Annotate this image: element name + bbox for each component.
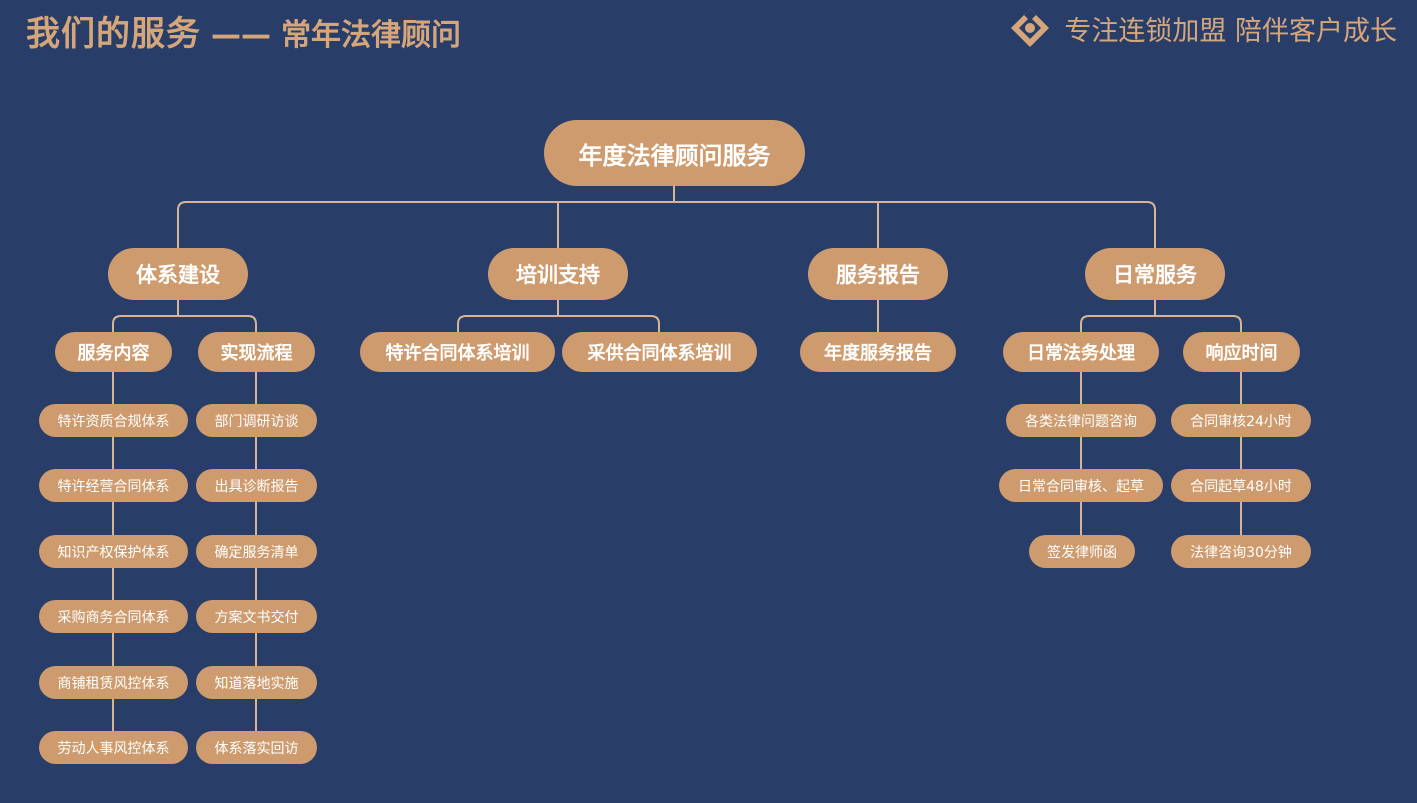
page-title-main: 我们的服务 — [26, 14, 201, 54]
branch-node-service-report: 服务报告 — [808, 248, 948, 300]
group-node-annual-service-report: 年度服务报告 — [800, 332, 956, 372]
list-item: 合同起草48小时 — [1171, 469, 1311, 502]
branch-node-daily-service: 日常服务 — [1085, 248, 1225, 300]
slogan: 专注连锁加盟 陪伴客户成长 — [1010, 8, 1397, 48]
brand-logo-icon — [1011, 9, 1050, 47]
list-item: 签发律师函 — [1029, 535, 1135, 568]
list-item: 合同审核24小时 — [1171, 404, 1311, 437]
page-title-sub: 常年法律顾问 — [281, 18, 461, 53]
list-item: 法律咨询30分钟 — [1171, 535, 1311, 568]
list-item: 出具诊断报告 — [196, 469, 317, 502]
group-node-daily-legal-affairs: 日常法务处理 — [1003, 332, 1159, 372]
diagram-root-node: 年度法律顾问服务 — [544, 120, 805, 186]
list-item: 知道落地实施 — [196, 666, 317, 699]
branch-node-training-support: 培训支持 — [488, 248, 628, 300]
group-node-implementation-process: 实现流程 — [198, 332, 315, 372]
list-item: 确定服务清单 — [196, 535, 317, 568]
list-item: 采购商务合同体系 — [39, 600, 188, 633]
list-item: 方案文书交付 — [196, 600, 317, 633]
group-node-procurement-contract-training: 采供合同体系培训 — [562, 332, 757, 372]
group-node-service-content: 服务内容 — [55, 332, 172, 372]
branch-node-system-building: 体系建设 — [108, 248, 248, 300]
page-title-dash: —— — [211, 18, 271, 53]
list-item: 日常合同审核、起草 — [999, 469, 1163, 502]
list-item: 部门调研访谈 — [196, 404, 317, 437]
list-item: 商铺租赁风控体系 — [39, 666, 188, 699]
list-item: 知识产权保护体系 — [39, 535, 188, 568]
list-item: 体系落实回访 — [196, 731, 317, 764]
list-item: 各类法律问题咨询 — [1006, 404, 1156, 437]
group-node-response-time: 响应时间 — [1183, 332, 1300, 372]
group-node-franchise-contract-training: 特许合同体系培训 — [360, 332, 555, 372]
list-item: 特许经营合同体系 — [39, 469, 188, 502]
page-title: 我们的服务 —— 常年法律顾问 — [26, 6, 461, 55]
slogan-text: 专注连锁加盟 陪伴客户成长 — [1064, 15, 1397, 47]
list-item: 劳动人事风控体系 — [39, 731, 188, 764]
list-item: 特许资质合规体系 — [39, 404, 188, 437]
